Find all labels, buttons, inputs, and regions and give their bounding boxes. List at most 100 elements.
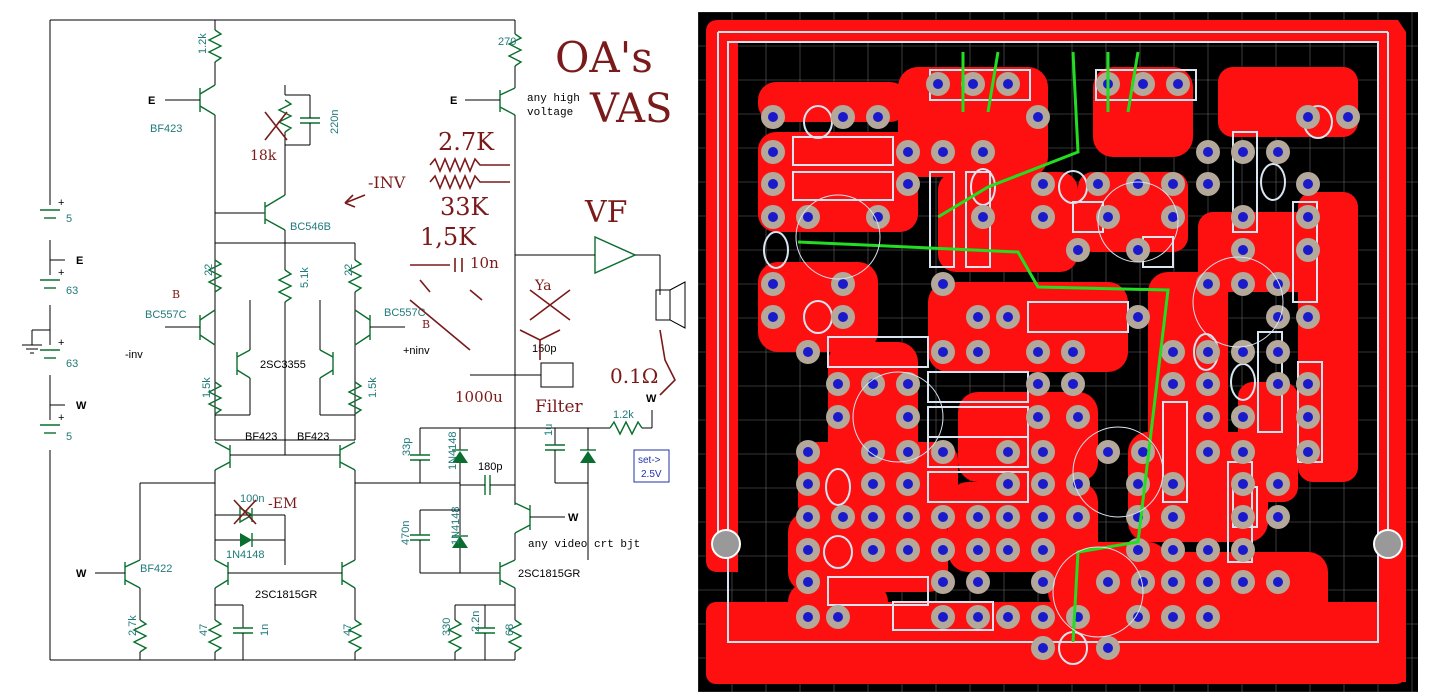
node-w-out: W [646, 393, 657, 405]
hand-10n: 10n [470, 254, 499, 272]
via [1238, 577, 1248, 587]
via [1103, 447, 1113, 457]
resistor-47-left: 47 [198, 624, 210, 636]
bf423-right-label: BF423 [297, 431, 329, 443]
cap-220n-label: 220n [329, 110, 341, 134]
resistor-5-1k: 5.1k [299, 267, 311, 288]
via [938, 577, 948, 587]
any-high-label-2: voltage [527, 107, 573, 119]
via [1003, 612, 1013, 622]
via [1303, 212, 1313, 222]
set-box: set-> 2.5V [633, 449, 670, 483]
battery-4: +5 [40, 412, 72, 443]
via [1133, 179, 1143, 189]
via [1038, 643, 1048, 653]
via [1138, 577, 1148, 587]
via [1203, 577, 1213, 587]
via [868, 479, 878, 489]
via [973, 612, 983, 622]
via [1168, 479, 1178, 489]
via [1003, 79, 1013, 89]
via [1168, 512, 1178, 522]
silk-arcs [795, 181, 1284, 638]
cap-33p-label: 33p [401, 438, 413, 456]
via [1003, 447, 1013, 457]
via [1203, 612, 1213, 622]
via [938, 612, 948, 622]
resistor-1-2k-label: 1.2k [197, 33, 209, 54]
cap-1n-label: 1n [259, 624, 271, 636]
schematic: +5 +63 +63 +5 E W 1.2k E BF423 BC546B [22, 19, 686, 661]
set-box-line1: set-> [638, 455, 661, 466]
via [1168, 379, 1178, 389]
via [1038, 447, 1048, 457]
via [938, 512, 948, 522]
via [1203, 379, 1213, 389]
hand-vf: VF [584, 195, 627, 230]
via [1273, 577, 1283, 587]
via [1203, 279, 1213, 289]
bc557c-left-label: BC557C [145, 309, 187, 321]
via [1103, 577, 1113, 587]
resistor-68: 68 [504, 624, 516, 636]
hand-em: -EM [268, 496, 297, 512]
via [768, 212, 778, 222]
via [1273, 312, 1283, 322]
via [903, 179, 913, 189]
bc546b-label: BC546B [290, 221, 331, 233]
via [1203, 179, 1213, 189]
via [1133, 312, 1143, 322]
via [1073, 512, 1083, 522]
bc557c-right-label: BC557C [384, 307, 426, 319]
svg-text:+: + [58, 412, 64, 424]
via [768, 179, 778, 189]
via [803, 447, 813, 457]
hand-b-left: B [172, 288, 180, 301]
resistor-1-5k-left: 1.5k [201, 377, 213, 398]
cap-180p-label: 180p [478, 461, 502, 473]
via [973, 312, 983, 322]
via [803, 212, 813, 222]
svg-text:+: + [58, 337, 64, 349]
node-w-bf422: W [76, 568, 87, 580]
via [1093, 179, 1103, 189]
via [833, 379, 843, 389]
via [1033, 112, 1043, 122]
via [803, 512, 813, 522]
hand-2-7k: 2.7K [438, 128, 495, 156]
bf423-left-label: BF423 [245, 431, 277, 443]
hand-33k: 33K [440, 193, 490, 221]
battery-1-label: 5 [66, 213, 72, 225]
via [838, 279, 848, 289]
via [1273, 379, 1283, 389]
via [1038, 577, 1048, 587]
via [1203, 545, 1213, 555]
via [803, 479, 813, 489]
cap-1u-label: 1u [543, 424, 555, 436]
bf422-label: BF422 [140, 563, 172, 575]
via [1003, 545, 1013, 555]
resistor-2-7k: 2.7k [127, 615, 139, 636]
via [1303, 379, 1313, 389]
via [903, 479, 913, 489]
via [1168, 347, 1178, 357]
via [768, 312, 778, 322]
via [903, 447, 913, 457]
battery-stack: +5 +63 +63 +5 E W [40, 197, 87, 443]
via [1168, 179, 1178, 189]
any-high-label-1: any high [527, 93, 580, 105]
via [868, 379, 878, 389]
node-inv: -inv [125, 349, 143, 361]
via [1203, 412, 1213, 422]
via [873, 112, 883, 122]
resistor-22-right: 22 [343, 264, 355, 276]
via [1303, 245, 1313, 255]
via [1168, 612, 1178, 622]
mounting-holes [711, 529, 1403, 559]
via [1133, 545, 1143, 555]
via [1138, 447, 1148, 457]
hand-filter: Filter [535, 397, 584, 417]
via [1203, 147, 1213, 157]
diode-1-label: 1N4148 [226, 549, 265, 561]
via [868, 545, 878, 555]
